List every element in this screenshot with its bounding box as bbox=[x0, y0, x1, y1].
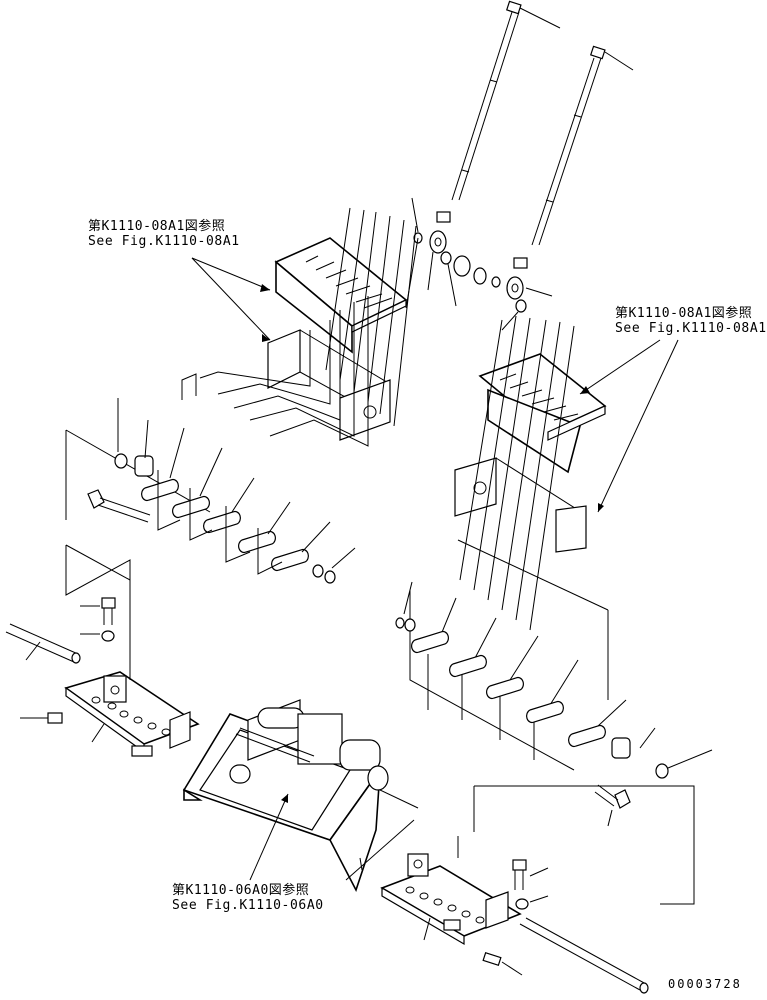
upper-left-housing bbox=[267, 237, 408, 441]
rod-right bbox=[531, 45, 634, 246]
upper-right-housing bbox=[454, 353, 607, 553]
drawing-number: 00003728 bbox=[668, 977, 742, 991]
reference-label-top-left: 第K1110-08A1図参照 See Fig.K1110-08A1 bbox=[88, 219, 240, 249]
callout-leaders bbox=[191, 257, 679, 881]
rod-left bbox=[451, 0, 561, 201]
rod-joints bbox=[411, 197, 553, 331]
right-lever-bank bbox=[395, 315, 713, 905]
reference-label-en: See Fig.K1110-08A1 bbox=[615, 321, 767, 336]
reference-label-en: See Fig.K1110-08A1 bbox=[88, 234, 240, 249]
reference-label-en: See Fig.K1110-06A0 bbox=[172, 898, 324, 913]
reference-label-right: 第K1110-08A1図参照 See Fig.K1110-08A1 bbox=[615, 306, 767, 336]
left-lever-bank bbox=[65, 207, 419, 680]
reference-label-ja: 第K1110-08A1図参照 bbox=[615, 306, 753, 321]
reference-label-ja: 第K1110-08A1図参照 bbox=[88, 219, 226, 234]
reference-label-bottom: 第K1110-06A0図参照 See Fig.K1110-06A0 bbox=[172, 883, 324, 913]
reference-label-ja: 第K1110-06A0図参照 bbox=[172, 883, 310, 898]
center-bracket bbox=[182, 699, 419, 893]
lower-right-plate bbox=[380, 836, 649, 994]
lower-left-plate bbox=[5, 597, 200, 757]
